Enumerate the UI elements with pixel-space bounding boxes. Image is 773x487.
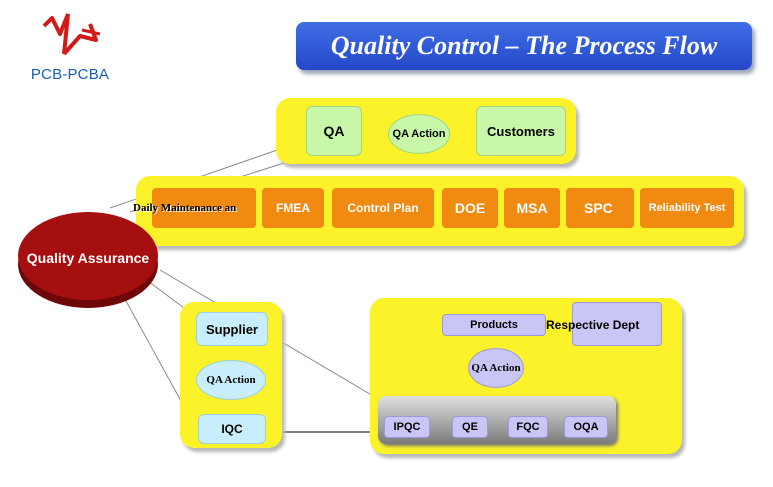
msa-box: MSA [504,188,560,228]
qa-box: QA [306,106,362,156]
daily-maintenance-box [152,188,256,228]
products-box: Products [442,314,546,336]
fmea-box: FMEA [262,188,324,228]
supplier-box: Supplier [196,312,268,346]
stage-qe: QE [452,416,488,438]
stage-ipqc: IPQC [384,416,430,438]
quality-assurance-label: Quality Assurance [26,250,150,266]
reliability-test-box: Reliability Test [640,188,734,228]
respective-dept-label: Respective Dept [546,318,640,332]
pcb-logo-icon [38,10,108,66]
stage-fqc: FQC [508,416,548,438]
supplier-qa-action: QA Action [196,360,266,400]
spc-box: SPC [566,188,634,228]
iqc-box: IQC [198,414,266,444]
top-qa-action: QA Action [388,114,450,154]
page-title: Quality Control – The Process Flow [296,22,752,70]
dept-qa-action: QA Action [468,348,524,388]
quality-assurance-ellipse [14,198,162,312]
customers-box: Customers [476,106,566,156]
control-plan-box: Control Plan [332,188,434,228]
doe-box: DOE [442,188,498,228]
daily-maintenance-label: Daily Maintenance an [133,202,237,214]
logo-text: PCB-PCBA [30,66,110,83]
stage-oqa: OQA [564,416,608,438]
respective-dept-box [572,302,662,346]
